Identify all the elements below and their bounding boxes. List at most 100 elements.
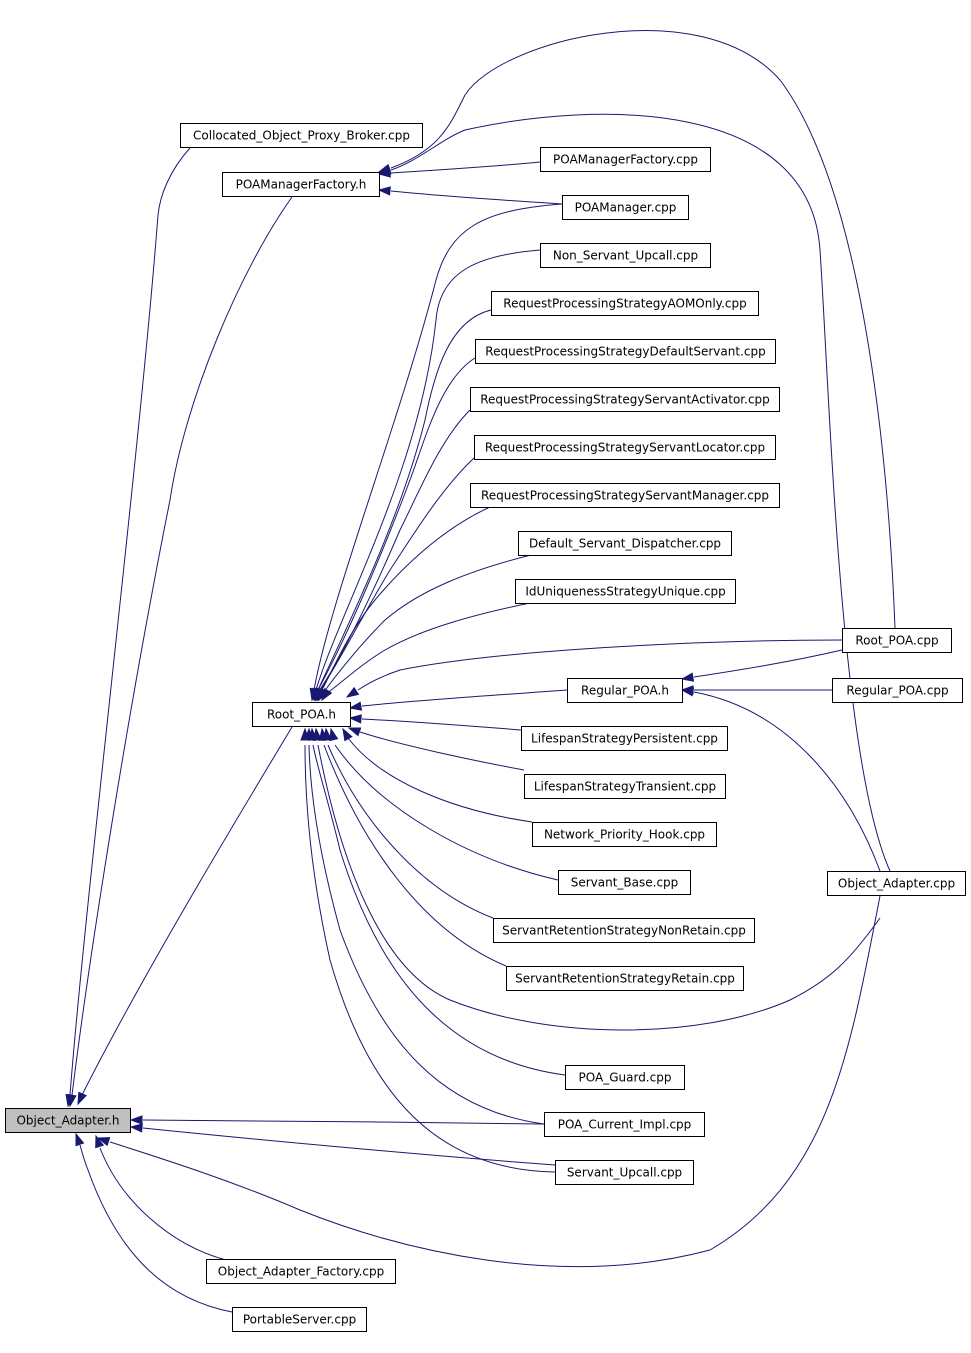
node-rps-aomonly-cpp[interactable]: RequestProcessingStrategyAOMOnly.cpp: [491, 291, 759, 316]
node-root-poa-h[interactable]: Root_POA.h: [252, 702, 351, 727]
node-rps-defaultservant-cpp[interactable]: RequestProcessingStrategyDefaultServant.…: [475, 339, 776, 364]
edge-line: [99, 1147, 227, 1261]
node-non-servant-upcall-cpp[interactable]: Non_Servant_Upcall.cpp: [540, 243, 711, 268]
edge-line: [323, 744, 507, 967]
edge-line: [79, 1144, 233, 1313]
node-box: [475, 339, 776, 364]
edge-object_adapter_cpp-to-poamanagerfactory_h: [377, 113, 891, 872]
node-box: [232, 1307, 367, 1332]
node-box: [832, 678, 963, 703]
node-label: Object_Adapter.cpp: [838, 877, 955, 891]
node-label: RequestProcessingStrategyServantManager.…: [481, 489, 769, 503]
node-label: POAManager.cpp: [575, 201, 677, 215]
node-root-poa-cpp[interactable]: Root_POA.cpp: [842, 628, 952, 653]
node-srs-nonretain-cpp[interactable]: ServantRetentionStrategyNonRetain.cpp: [493, 918, 755, 943]
node-box: [524, 774, 726, 799]
edge-default_servant_dispatcher_cpp-to-root_poa_h: [318, 553, 536, 702]
node-box: [506, 966, 744, 991]
node-label: IdUniquenessStrategyUnique.cpp: [525, 585, 725, 599]
node-label: POAManagerFactory.cpp: [553, 153, 698, 167]
node-box: [493, 918, 755, 943]
edge-root_poa_h-to-object_adapter_h: [77, 726, 293, 1106]
node-rps-servantactivator-cpp[interactable]: RequestProcessingStrategyServantActivato…: [470, 387, 780, 412]
arrowhead-icon: [345, 686, 360, 698]
node-box: [470, 483, 780, 508]
arrowhead-icon: [348, 714, 362, 724]
node-object-adapter-cpp[interactable]: Object_Adapter.cpp: [827, 871, 966, 896]
arrowhead-icon: [342, 727, 353, 742]
arrowhead-icon: [75, 1132, 85, 1147]
node-label: Servant_Base.cpp: [571, 876, 679, 890]
edge-poamanagerfactory_h-to-object_adapter_h: [67, 196, 293, 1108]
arrowhead-icon: [347, 727, 362, 737]
arrowhead-icon: [377, 165, 392, 175]
edge-line: [312, 744, 566, 1076]
node-servant-upcall-cpp[interactable]: Servant_Upcall.cpp: [555, 1160, 694, 1185]
edge-line: [142, 1127, 556, 1166]
node-label: Non_Servant_Upcall.cpp: [553, 249, 698, 263]
node-box: [5, 1108, 131, 1133]
edge-line: [69, 147, 191, 1096]
edge-line: [334, 744, 559, 881]
node-iduniqueness-unique-cpp[interactable]: IdUniquenessStrategyUnique.cpp: [515, 579, 736, 604]
arrowhead-icon: [129, 1115, 143, 1125]
node-label: LifespanStrategyTransient.cpp: [534, 780, 716, 794]
node-lifespan-transient-cpp[interactable]: LifespanStrategyTransient.cpp: [524, 774, 726, 799]
node-lifespan-persistent-cpp[interactable]: LifespanStrategyPersistent.cpp: [521, 726, 728, 751]
node-poamanagerfactory-h[interactable]: POAManagerFactory.h: [222, 172, 380, 197]
edge-rps_servantlocator_cpp-to-root_poa_h: [316, 457, 475, 702]
edge-object_adapter_cpp-to-object_adapter_h: [96, 895, 881, 1268]
edge-line: [359, 731, 525, 771]
arrowhead-icon: [77, 1091, 87, 1106]
node-box: [562, 195, 689, 220]
edge-line: [390, 190, 563, 205]
edge-line: [81, 726, 293, 1096]
edge-line: [693, 691, 881, 872]
node-rps-servantmanager-cpp[interactable]: RequestProcessingStrategyServantManager.…: [470, 483, 780, 508]
edge-rps_servantmanager_cpp-to-root_poa_h: [317, 506, 491, 702]
node-servant-base-cpp[interactable]: Servant_Base.cpp: [558, 870, 691, 895]
node-regular-poa-cpp[interactable]: Regular_POA.cpp: [832, 678, 963, 703]
edge-iduniqueness_unique_cpp-to-root_poa_h: [321, 601, 536, 702]
node-srs-retain-cpp[interactable]: ServantRetentionStrategyRetain.cpp: [506, 966, 744, 991]
edge-line: [317, 744, 881, 1031]
node-box: [521, 726, 728, 751]
node-label: Object_Adapter.h: [16, 1114, 119, 1128]
node-label: RequestProcessingStrategyServantActivato…: [480, 393, 770, 407]
node-box: [532, 822, 717, 847]
node-portableserver-cpp[interactable]: PortableServer.cpp: [232, 1307, 367, 1332]
arrowhead-icon: [321, 687, 333, 702]
edge-line: [325, 601, 536, 695]
node-poamanager-cpp[interactable]: POAManager.cpp: [562, 195, 689, 220]
node-box: [540, 147, 711, 172]
arrowhead-icon: [329, 727, 339, 742]
node-poamanagerfactory-cpp[interactable]: POAManagerFactory.cpp: [540, 147, 711, 172]
node-object-adapter-h[interactable]: Object_Adapter.h: [5, 1108, 131, 1133]
node-label: ServantRetentionStrategyNonRetain.cpp: [502, 924, 746, 938]
edge-line: [317, 309, 492, 691]
node-label: Root_POA.cpp: [855, 634, 938, 648]
edge-object_adapter_factory_cpp-to-object_adapter_h: [95, 1134, 227, 1261]
node-poa-guard-cpp[interactable]: POA_Guard.cpp: [565, 1065, 685, 1090]
node-box: [515, 579, 736, 604]
node-label: RequestProcessingStrategyAOMOnly.cpp: [503, 297, 746, 311]
node-poa-current-impl-cpp[interactable]: POA_Current_Impl.cpp: [544, 1112, 705, 1137]
node-default-servant-dispatcher-cpp[interactable]: Default_Servant_Dispatcher.cpp: [518, 531, 732, 556]
edges-layer: [65, 30, 896, 1313]
node-regular-poa-h[interactable]: Regular_POA.h: [567, 678, 683, 703]
edge-line: [304, 744, 556, 1173]
edge-line: [317, 357, 476, 691]
edge-object_adapter_cpp-to-regular_poa_h: [680, 687, 881, 872]
arrowhead-icon: [377, 186, 391, 196]
edge-line: [357, 639, 843, 691]
node-rps-servantlocator-cpp[interactable]: RequestProcessingStrategyServantLocator.…: [474, 435, 776, 460]
node-object-adapter-factory-cpp[interactable]: Object_Adapter_Factory.cpp: [206, 1259, 396, 1284]
arrowhead-icon: [318, 727, 329, 741]
node-box: [518, 531, 732, 556]
node-collocated-cpp[interactable]: Collocated_Object_Proxy_Broker.cpp: [180, 123, 423, 148]
node-label: POA_Current_Impl.cpp: [558, 1118, 692, 1132]
node-box: [222, 172, 380, 197]
node-network-priority-hook-cpp[interactable]: Network_Priority_Hook.cpp: [532, 822, 717, 847]
node-label: ServantRetentionStrategyRetain.cpp: [515, 972, 735, 986]
edge-servant_upcall_cpp-to-root_poa_h: [300, 727, 556, 1173]
